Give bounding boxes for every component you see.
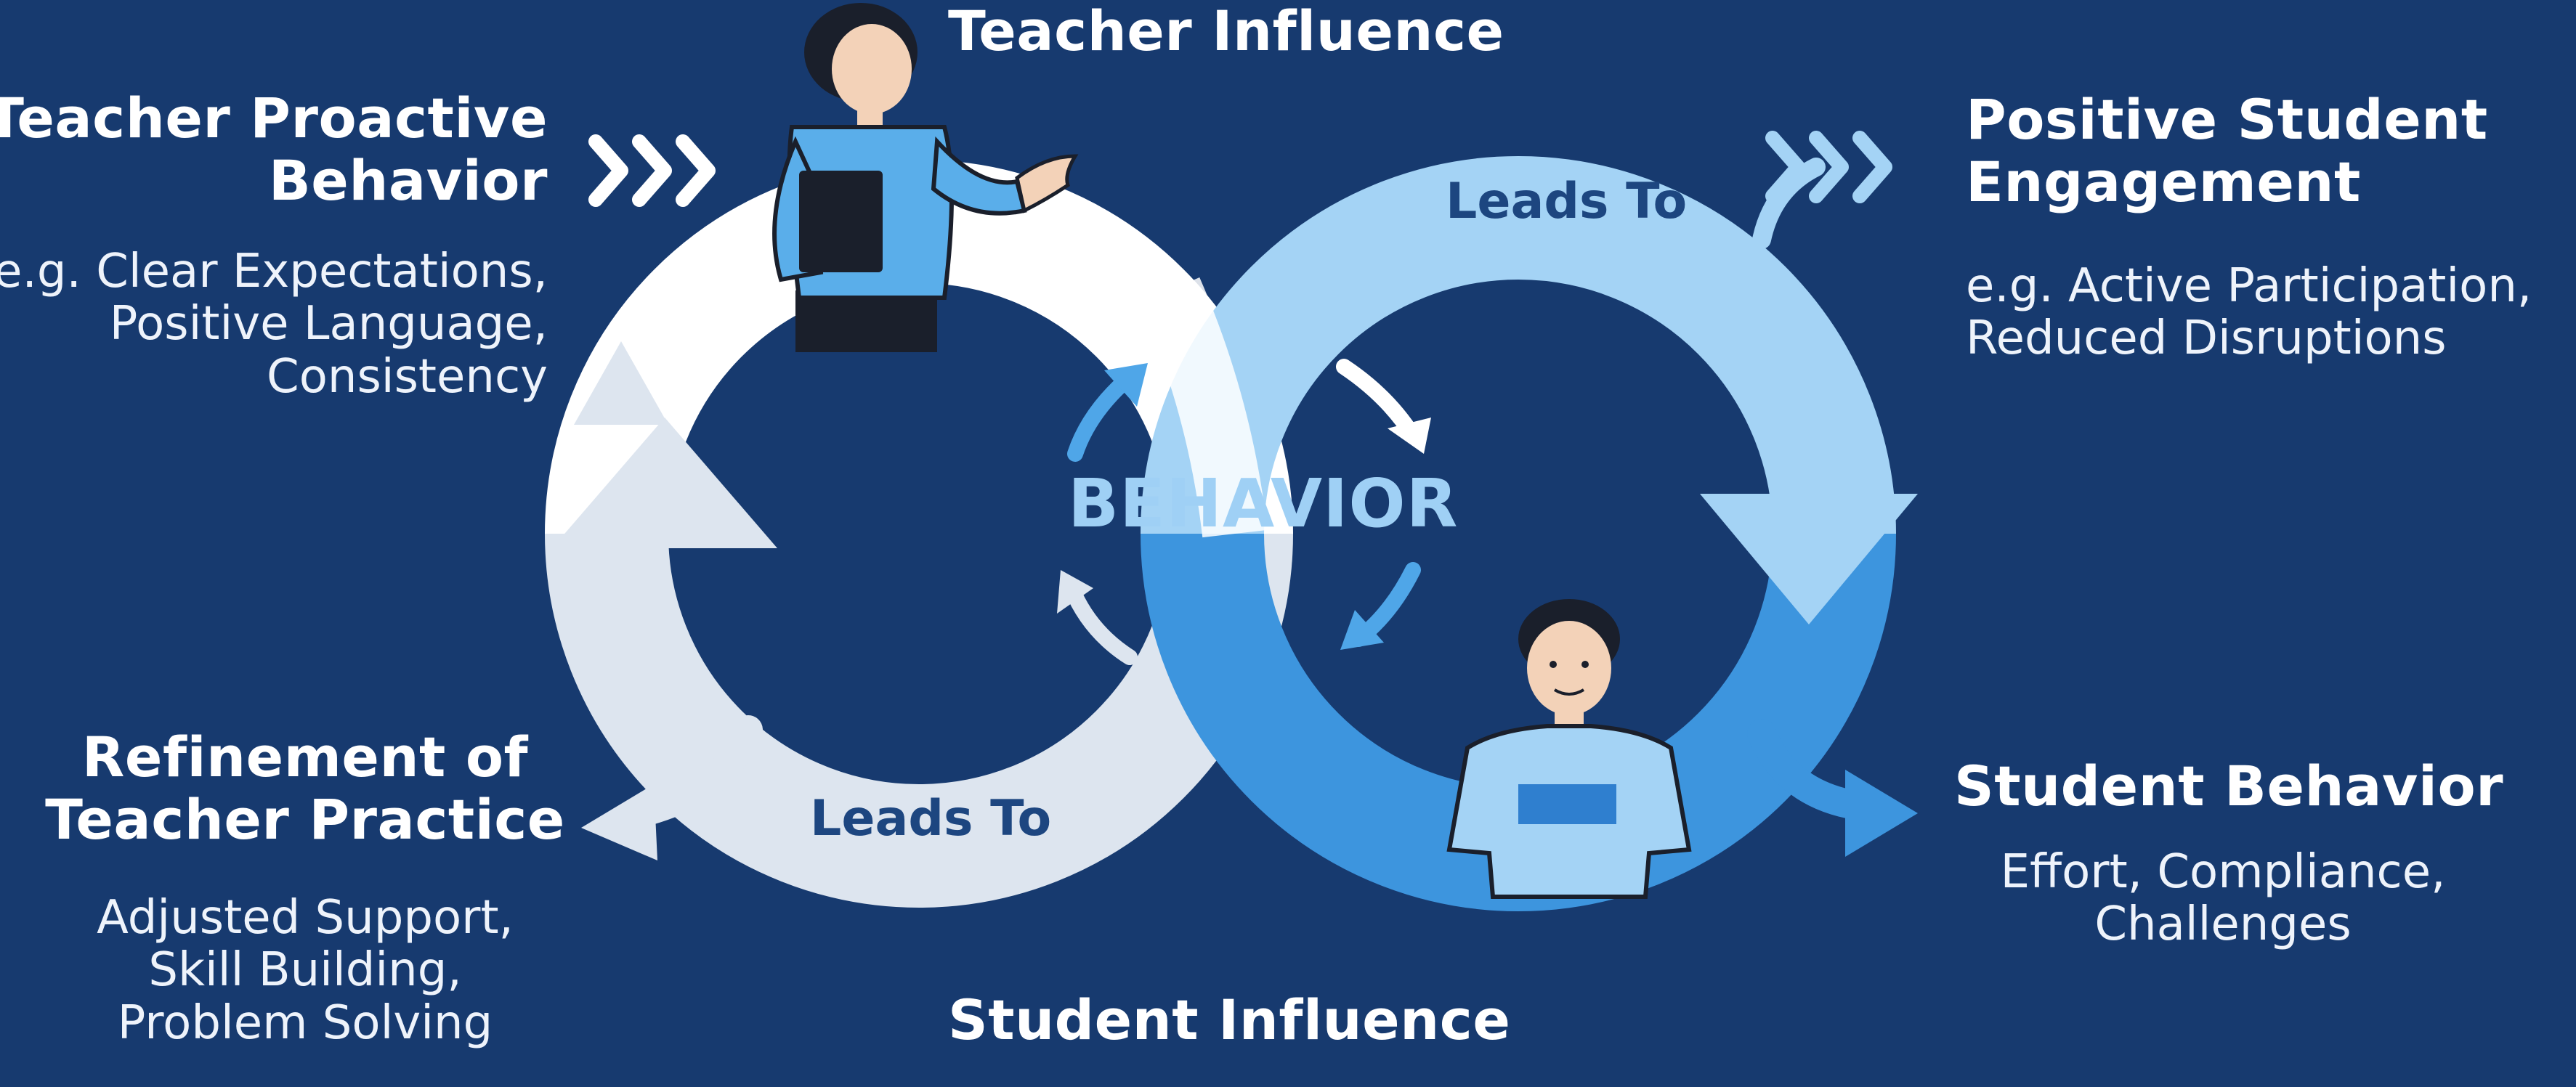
refinement-title: Refinement of Teacher Practice	[29, 726, 581, 851]
teacher-proactive-detail-3: Consistency	[267, 349, 548, 404]
student-behavior-connector-arrowhead	[1845, 770, 1918, 857]
refinement-connector	[625, 715, 763, 828]
bottom-title: Student Influence	[948, 988, 1511, 1052]
refinement-title-line2: Teacher Practice	[45, 786, 565, 852]
positive-engagement-details: e.g. Active Participation, Reduced Disru…	[1966, 260, 2532, 365]
triple-chevron-left-icon	[588, 134, 716, 207]
teacher-proactive-title-line1: Teacher Proactive	[0, 86, 548, 150]
student-behavior-connector	[1747, 719, 1874, 821]
return-loop-arrowhead-large	[552, 418, 777, 548]
positive-engagement-title-line2: Engagement	[1966, 149, 2361, 214]
engagement-loop-arc	[1141, 156, 1896, 534]
teacher-proactive-detail-1: e.g. Clear Expectations,	[0, 245, 548, 298]
lower-leads-to-label: Leads To	[810, 790, 1052, 847]
positive-engagement-detail-2: Reduced Disruptions	[1966, 312, 2447, 366]
center-arrows	[1057, 359, 1431, 665]
top-title: Teacher Influence	[948, 0, 1504, 63]
return-loop-arrowhead	[574, 341, 668, 425]
positive-engagement-title-line1: Positive Student	[1966, 87, 2488, 152]
teacher-proactive-detail-2: Positive Language,	[109, 297, 548, 351]
student-behavior-title-line1: Student Behavior	[1954, 754, 2504, 818]
refinement-connector-arrowhead	[581, 784, 657, 860]
refinement-detail-2: Skill Building,	[148, 943, 462, 998]
teacher-figure-icon	[772, 3, 1079, 352]
center-behavior-label: BEHAVIOR	[1068, 465, 1459, 542]
student-behavior-detail-2: Challenges	[2094, 897, 2352, 952]
refinement-title-line1: Refinement of	[81, 725, 529, 789]
crossing-overlap	[1139, 277, 1268, 538]
student-figure-icon	[1446, 599, 1692, 899]
positive-engagement-detail-1: e.g. Active Participation,	[1966, 259, 2532, 313]
teacher-proactive-details: e.g. Clear Expectations, Positive Langua…	[0, 245, 548, 403]
positive-engagement-title: Positive Student Engagement	[1966, 89, 2488, 213]
refinement-detail-1: Adjusted Support,	[97, 891, 514, 945]
teacher-proactive-title: Teacher Proactive Behavior	[0, 87, 548, 212]
engagement-loop-arrowhead	[1700, 494, 1918, 624]
student-behavior-details: Effort, Compliance, Challenges	[1954, 846, 2492, 951]
refinement-detail-3: Problem Solving	[117, 996, 493, 1050]
refinement-details: Adjusted Support, Skill Building, Proble…	[29, 892, 581, 1049]
upper-leads-to-label: Leads To	[1446, 173, 1688, 230]
student-behavior-detail-1: Effort, Compliance,	[2000, 845, 2446, 899]
student-behavior-title: Student Behavior	[1954, 754, 2504, 818]
triple-chevron-right-icon	[1765, 131, 1892, 203]
teacher-proactive-title-line2: Behavior	[268, 147, 548, 213]
